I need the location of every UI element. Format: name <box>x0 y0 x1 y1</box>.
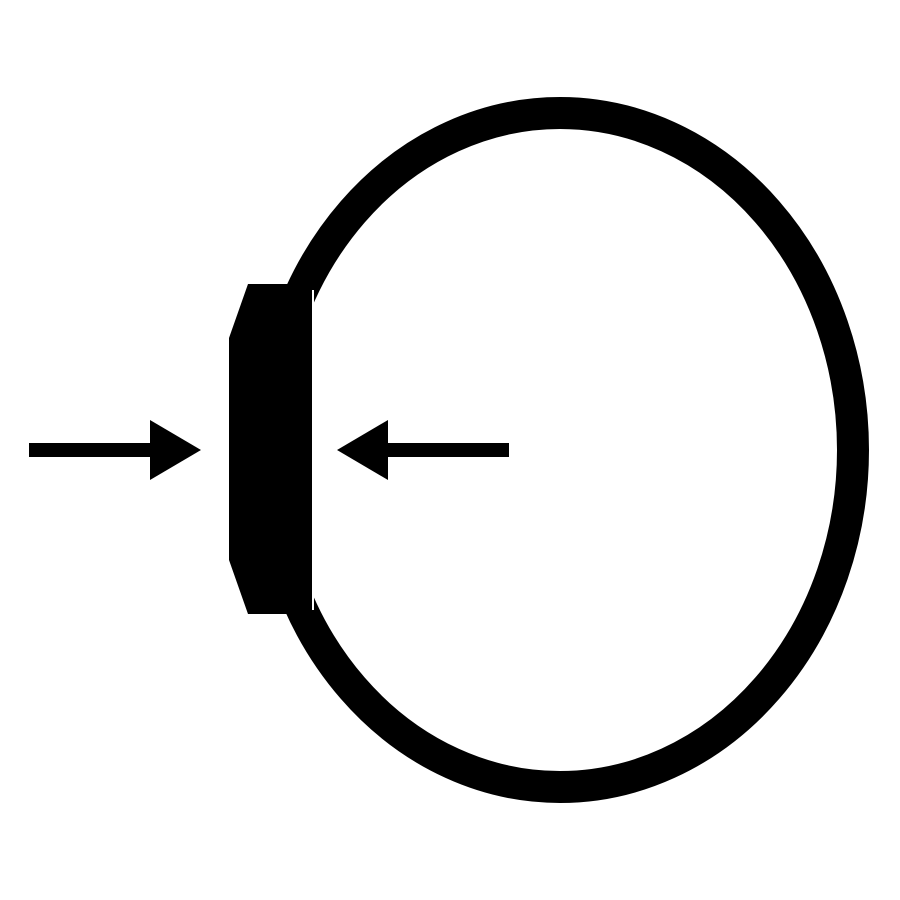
arrow-left-shaft <box>382 443 509 457</box>
arrow-left-icon <box>337 420 509 480</box>
arrow-right-head <box>150 420 201 480</box>
arrow-right-icon <box>29 420 201 480</box>
arrow-right-shaft <box>29 443 155 457</box>
arrow-left-head <box>337 420 388 480</box>
cornea-block-icon <box>229 284 312 614</box>
